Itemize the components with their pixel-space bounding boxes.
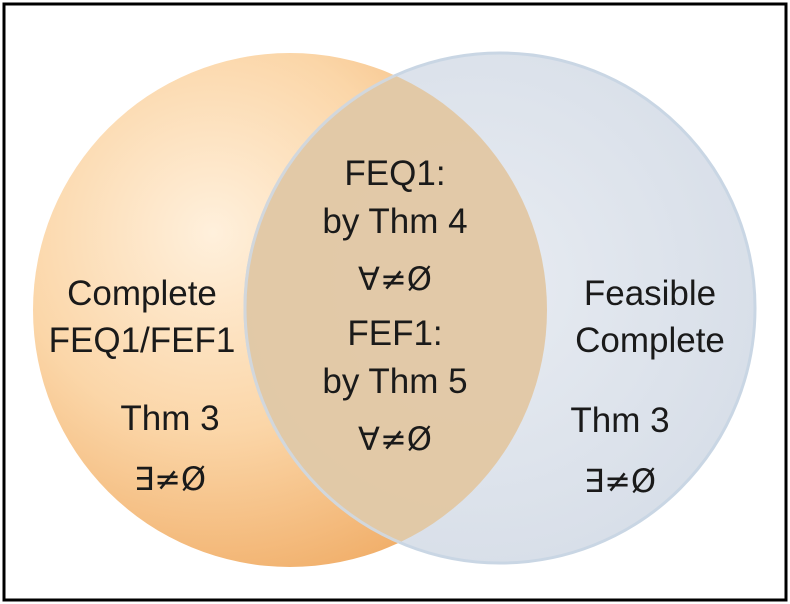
right-title-line-1: Feasible <box>584 274 716 313</box>
right-theorem: Thm 3 <box>570 401 669 440</box>
fef1-forall-symbol: ∀≠Ø <box>358 420 432 458</box>
left-theorem: Thm 3 <box>120 399 219 438</box>
right-title-line-2: Complete <box>575 321 725 360</box>
fef1-line-2: by Thm 5 <box>322 362 467 401</box>
right-exists-symbol: ∃≠Ø <box>584 462 656 500</box>
feq1-line-2: by Thm 4 <box>322 202 467 241</box>
feq1-forall-symbol: ∀≠Ø <box>358 260 432 298</box>
left-title-line-2: FEQ1/FEF1 <box>49 321 236 360</box>
feq1-line-1: FEQ1: <box>344 154 445 193</box>
fef1-line-1: FEF1: <box>347 314 442 353</box>
left-exists-symbol: ∃≠Ø <box>134 460 206 498</box>
left-title-line-1: Complete <box>67 274 217 313</box>
